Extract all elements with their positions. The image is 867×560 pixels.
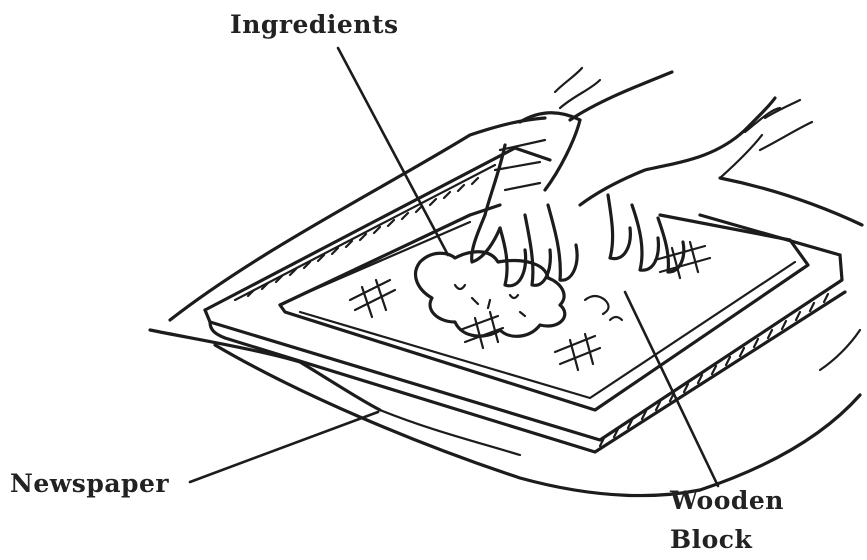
motif-left xyxy=(350,280,395,317)
ingredients-leader-line xyxy=(338,48,448,255)
newspaper-sheet xyxy=(150,118,862,496)
newspaper-label: Newspaper xyxy=(10,469,169,498)
wooden-block-label-line1: Wooden xyxy=(669,486,784,515)
motif-center xyxy=(460,312,503,348)
motif-bottom xyxy=(555,334,600,370)
ingredient-mixture xyxy=(416,252,622,337)
ingredients-label: Ingredients xyxy=(230,10,399,39)
wooden-board xyxy=(205,148,845,452)
wooden-block-label-line2: Block xyxy=(670,525,753,554)
newspaper-leader-line xyxy=(190,412,378,482)
